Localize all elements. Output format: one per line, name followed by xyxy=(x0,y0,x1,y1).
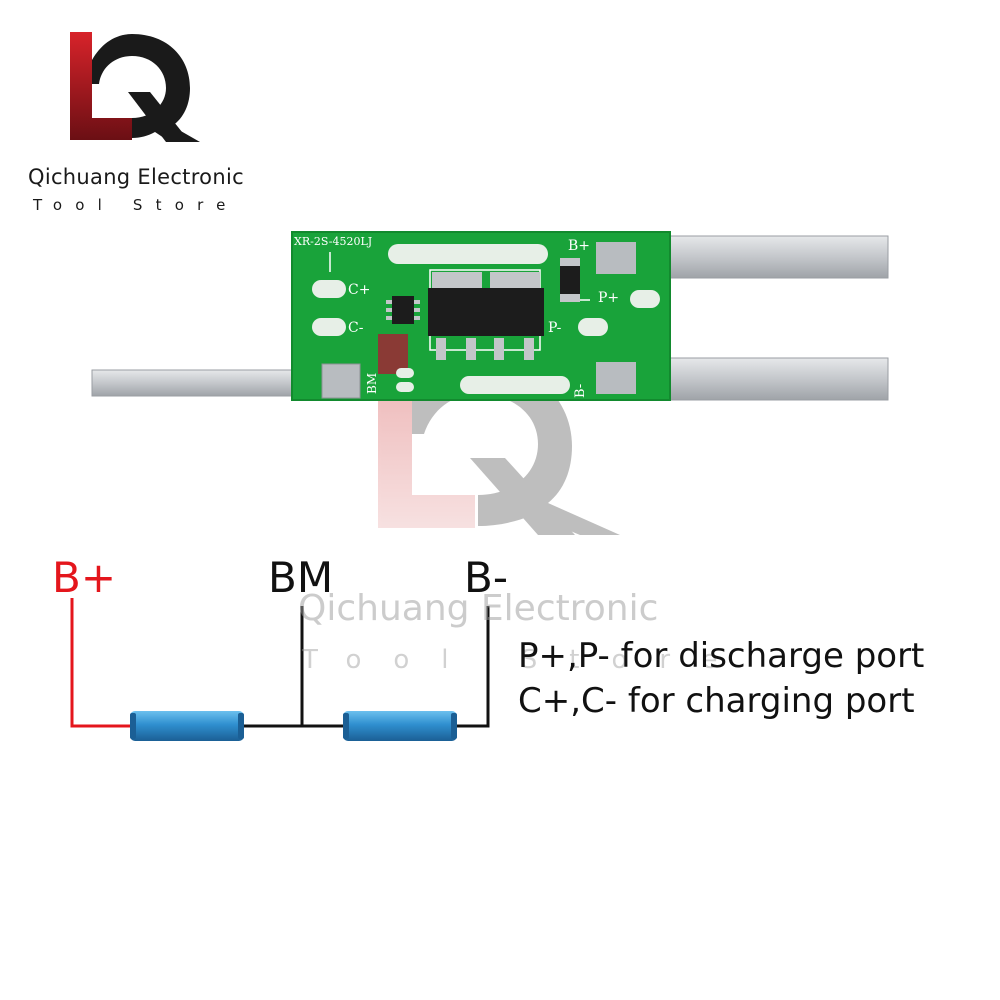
terminal-label-b-plus: B+ xyxy=(52,553,117,602)
smd-resistors xyxy=(378,334,408,374)
terminal-label-bm: BM xyxy=(268,553,334,602)
note-charging-port: C+,C- for charging port xyxy=(518,681,915,721)
mosfet-left xyxy=(428,272,486,360)
wire-bm xyxy=(242,606,304,728)
battery-cell-1 xyxy=(130,711,244,741)
solder-pad xyxy=(596,362,636,394)
pcb-label-b-plus: B+ xyxy=(568,238,590,254)
pcb-pad xyxy=(396,382,414,392)
pcb-label-b-minus: B- xyxy=(573,384,588,398)
pad-p-minus xyxy=(578,318,608,336)
pad-c-minus xyxy=(312,318,346,336)
pcb-pad xyxy=(388,244,548,264)
terminal-label-b-minus: B- xyxy=(464,553,508,602)
pad-c-plus xyxy=(312,280,346,298)
mosfet-right xyxy=(486,272,544,360)
pcb-pad xyxy=(396,368,414,378)
lq-logo-icon xyxy=(70,32,200,142)
wiring-diagram xyxy=(70,598,490,741)
brand-subtitle: Tool Store xyxy=(33,196,239,214)
protection-ic xyxy=(386,296,420,324)
note-discharge-port: P+,P- for discharge port xyxy=(518,636,925,676)
wire-b-plus xyxy=(70,598,132,728)
pcb-label-bm: BM xyxy=(365,373,379,394)
pcb-label-p-plus: P+ xyxy=(598,290,619,306)
pcb-model-label: XR-2S-4520LJ xyxy=(294,235,372,248)
smd-diode xyxy=(560,258,580,302)
wire-b-minus xyxy=(456,606,490,728)
pcb-label-p-minus: P- xyxy=(548,320,562,336)
solder-pad xyxy=(321,363,361,399)
pad-p-plus xyxy=(630,290,660,308)
battery-cell-2 xyxy=(343,711,457,741)
solder-pad xyxy=(596,242,636,274)
smd-diode-cap xyxy=(560,258,580,266)
pcb-label-c-plus: C+ xyxy=(348,282,370,298)
watermark-name: Qichuang Electronic xyxy=(298,588,659,629)
brand-name: Qichuang Electronic xyxy=(28,165,244,189)
smd-diode-cap xyxy=(560,294,580,302)
pcb-label-c-minus: C- xyxy=(348,320,364,336)
pcb-pad xyxy=(460,376,570,394)
watermark-subtitle: Tool Store xyxy=(302,645,750,675)
